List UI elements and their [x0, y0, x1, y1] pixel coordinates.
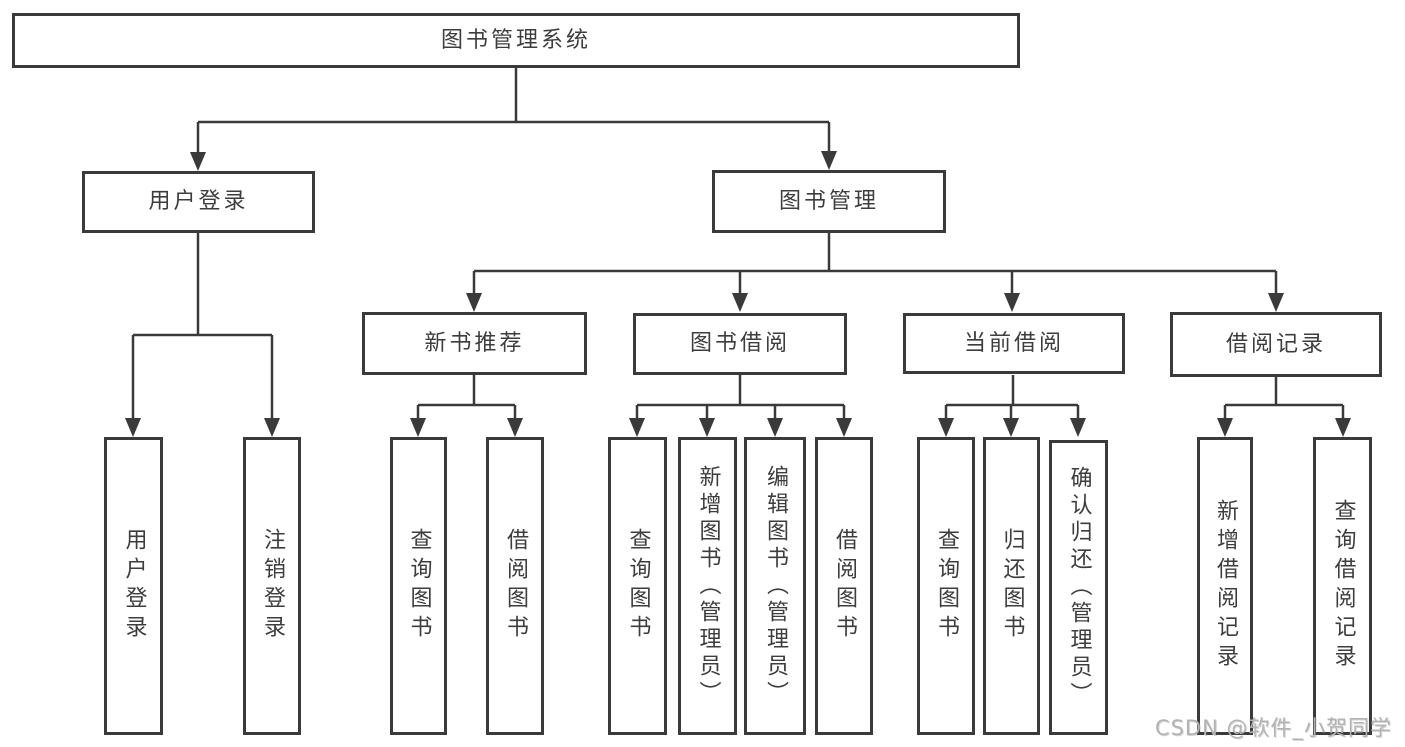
leaf-add-books-admin-label: 新增图书（管理员） — [695, 464, 721, 708]
leaf-user-login-label: 用户登录 — [121, 528, 147, 644]
leaf-add-borrow-record-label: 新增借阅记录 — [1213, 499, 1238, 673]
node-user-login: 用户登录 — [82, 171, 315, 233]
leaf-edit-books-admin: 编辑图书（管理员） — [744, 437, 806, 735]
node-new-book-recommend-label: 新书推荐 — [424, 330, 525, 356]
node-current-borrow: 当前借阅 — [903, 313, 1125, 374]
leaf-query-books-2: 查询图书 — [608, 437, 667, 735]
node-book-borrow: 图书借阅 — [633, 313, 847, 375]
leaf-return-books-label: 归还图书 — [999, 528, 1025, 644]
leaf-borrow-books-1-label: 借阅图书 — [503, 528, 528, 644]
leaf-edit-books-admin-label: 编辑图书（管理员） — [763, 464, 788, 708]
node-current-borrow-label: 当前借阅 — [963, 330, 1064, 356]
node-root-label: 图书管理系统 — [440, 27, 591, 53]
node-book-borrow-label: 图书借阅 — [689, 331, 790, 356]
leaf-borrow-books-2: 借阅图书 — [815, 437, 873, 735]
csdn-watermark: CSDN @软件_小贺同学 — [1154, 716, 1392, 740]
node-new-book-recommend: 新书推荐 — [362, 312, 587, 375]
node-root: 图书管理系统 — [12, 13, 1020, 68]
node-book-management: 图书管理 — [712, 170, 946, 233]
leaf-query-books-3: 查询图书 — [917, 437, 975, 735]
leaf-logout: 注销登录 — [243, 437, 301, 735]
node-user-login-label: 用户登录 — [148, 189, 249, 214]
leaf-logout-label: 注销登录 — [260, 528, 285, 644]
node-borrow-records: 借阅记录 — [1170, 312, 1382, 377]
leaf-query-books-3-label: 查询图书 — [934, 528, 959, 644]
leaf-query-borrow-record: 查询借阅记录 — [1313, 437, 1372, 735]
leaf-query-borrow-record-label: 查询借阅记录 — [1330, 499, 1356, 673]
leaf-confirm-return-admin: 确认归还（管理员） — [1049, 440, 1108, 735]
leaf-query-books-1-label: 查询图书 — [406, 528, 432, 644]
leaf-query-books-1: 查询图书 — [390, 437, 447, 735]
leaf-return-books: 归还图书 — [983, 437, 1040, 735]
leaf-borrow-books-1: 借阅图书 — [486, 437, 544, 735]
leaf-add-borrow-record: 新增借阅记录 — [1197, 437, 1253, 735]
leaf-confirm-return-admin-label: 确认归还（管理员） — [1066, 466, 1092, 709]
leaf-borrow-books-2-label: 借阅图书 — [832, 528, 857, 644]
leaf-query-books-2-label: 查询图书 — [625, 528, 651, 644]
leaf-user-login: 用户登录 — [104, 437, 163, 735]
node-borrow-records-label: 借阅记录 — [1225, 331, 1326, 357]
leaf-add-books-admin: 新增图书（管理员） — [678, 437, 737, 735]
node-book-management-label: 图书管理 — [778, 188, 879, 214]
